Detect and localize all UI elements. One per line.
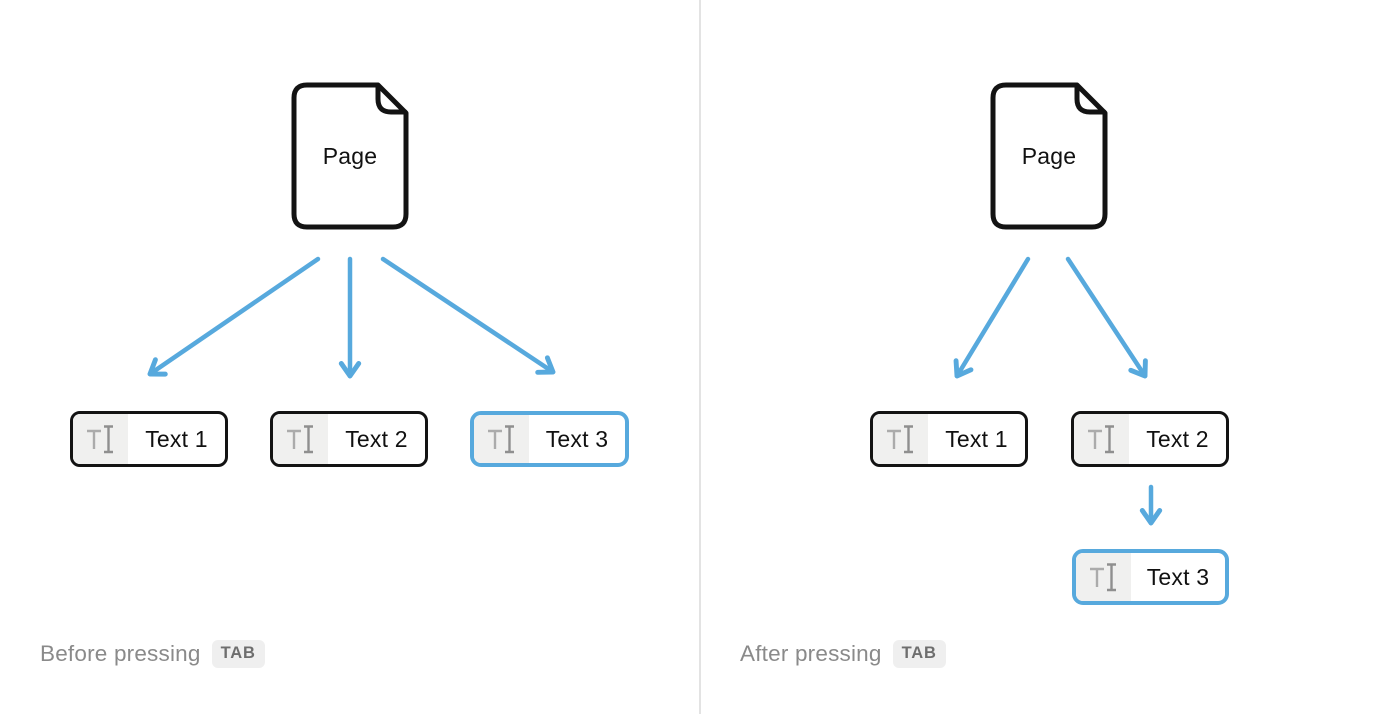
- panel-divider: [699, 0, 701, 714]
- text-block-label: Text 3: [1146, 563, 1210, 590]
- page-label: Page: [322, 142, 378, 169]
- caption-text: After pressing: [740, 641, 882, 666]
- text-block-icon-area: [1074, 414, 1129, 464]
- caption-after: After pressing TAB: [740, 640, 946, 668]
- panel-after-tab: Page Text 1 Text 2: [700, 0, 1400, 714]
- panel-before-tab: Page Text 1 Text 2: [40, 82, 629, 668]
- text-cursor-icon: [1087, 425, 1114, 454]
- arrow-page-to-text1: [147, 256, 321, 377]
- text-block-2: Text 2: [1071, 411, 1229, 467]
- text-cursor-icon: [286, 425, 313, 454]
- caption-before: Before pressing TAB: [40, 640, 265, 668]
- arrow-page-to-text3: [380, 256, 556, 375]
- text-block-label: Text 2: [1146, 425, 1209, 452]
- text-block-icon-area: [474, 415, 529, 463]
- page-label: Page: [1021, 142, 1077, 169]
- text-block-1: Text 1: [70, 411, 228, 467]
- tab-key-badge: TAB: [892, 640, 946, 668]
- page-document-icon: Page: [990, 82, 1108, 230]
- text-cursor-icon: [1089, 563, 1116, 592]
- text-block-label: Text 3: [545, 425, 609, 452]
- text-block-3-selected: Text 3: [470, 411, 629, 467]
- text-block-label: Text 2: [345, 425, 408, 452]
- page-outline-icon: [990, 82, 1108, 230]
- text-block-1: Text 1: [870, 411, 1028, 467]
- text-cursor-icon: [886, 425, 913, 454]
- page-document-icon: Page: [291, 82, 409, 230]
- text-block-label: Text 1: [145, 425, 208, 452]
- text-block-label: Text 1: [945, 425, 1008, 452]
- text-block-icon-area: [273, 414, 328, 464]
- text-block-icon-area: [73, 414, 128, 464]
- text-block-2: Text 2: [270, 411, 428, 467]
- arrow-page-to-text1: [953, 256, 1031, 379]
- text-cursor-icon: [86, 425, 113, 454]
- page-outline-icon: [291, 82, 409, 230]
- text-block-icon-area: [873, 414, 928, 464]
- arrow-page-to-text2: [1065, 256, 1148, 379]
- text-cursor-icon: [487, 425, 514, 454]
- caption-text: Before pressing: [40, 641, 201, 666]
- text-block-3-indented-selected: Text 3: [1072, 549, 1229, 605]
- tab-key-badge: TAB: [211, 640, 265, 668]
- text-block-icon-area: [1076, 553, 1131, 601]
